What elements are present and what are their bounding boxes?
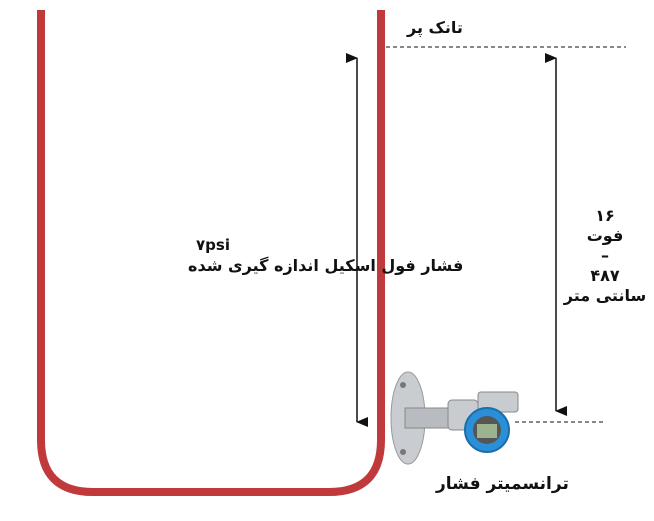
- cm-unit: سانتی متر: [563, 286, 647, 305]
- feet-unit: فوت: [586, 226, 624, 245]
- full-tank-label: تانک پر: [407, 18, 463, 37]
- separator: –: [601, 246, 609, 265]
- height-feet: ۱۶: [595, 206, 615, 225]
- pressure-transmitter-icon: [390, 371, 519, 465]
- tank-wall: [37, 10, 385, 496]
- height-cm: ۴۸۷: [590, 266, 620, 285]
- pressure-value: ۷psi: [196, 236, 230, 254]
- transmitter-label: ترانسمیتر فشار: [436, 474, 569, 494]
- height-text: ۱۶ فوت – ۴۸۷ سانتی متر: [560, 206, 650, 306]
- pressure-label: فشار فول اسکیل اندازه گیری شده: [188, 256, 464, 275]
